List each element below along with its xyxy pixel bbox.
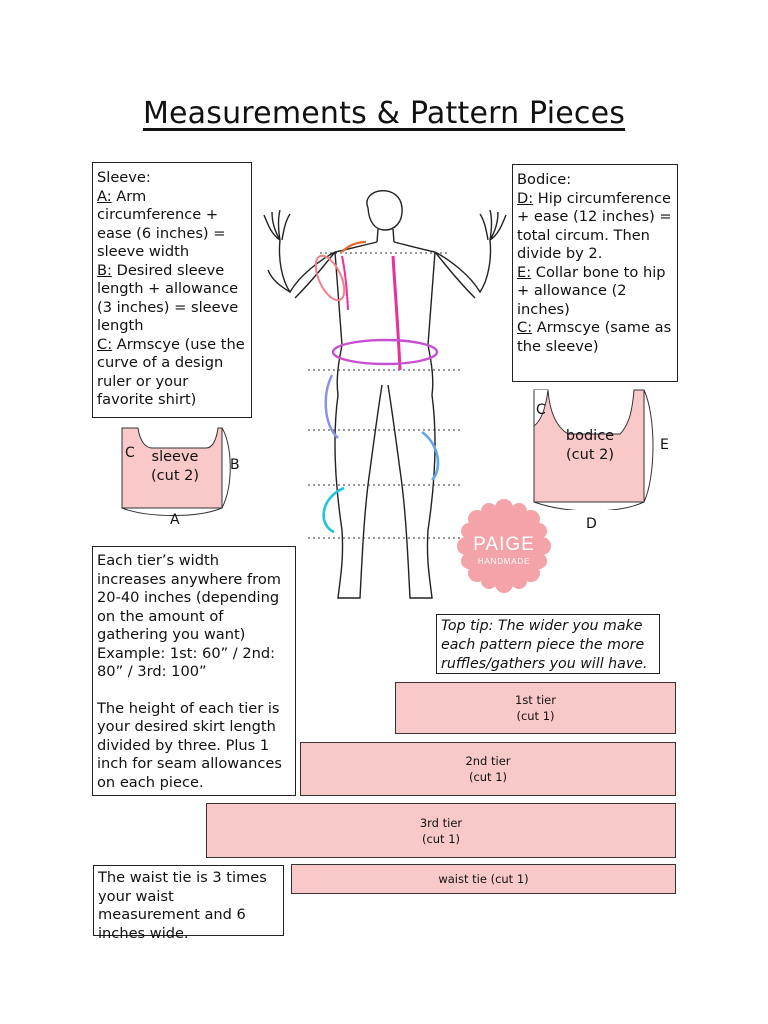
tier-info-para1: Each tier’s width increases anywhere fro…: [97, 552, 282, 680]
tier-1-mark: [324, 374, 339, 439]
tier-3-cut: (cut 1): [421, 831, 461, 846]
bodice-item-c: C: Armscye (same as the sleeve): [517, 319, 673, 356]
armscye-mark: [341, 240, 367, 253]
bodice-info-box: Bodice: D: Hip circumference + ease (12 …: [512, 164, 678, 382]
tier-3-mark: [322, 486, 345, 534]
arm-circumference-mark: [314, 254, 346, 302]
body-figure-illustration: [263, 190, 507, 599]
left-arm-outline: [278, 239, 378, 299]
waist-tie-piece: waist tie (cut 1): [291, 864, 676, 894]
top-tip-box: Top tip: The wider you make each pattern…: [436, 614, 660, 674]
tier-2-piece: 2nd tier (cut 1): [300, 742, 676, 796]
label-c: C:: [97, 335, 113, 353]
tier-info-box: Each tier’s width increases anywhere fro…: [92, 546, 296, 796]
label-c: C:: [517, 319, 533, 336]
bodice-piece-name: bodice: [565, 428, 615, 444]
logo-name: PAIGE: [473, 534, 535, 555]
torso-outline: [334, 251, 436, 396]
left-hand-outline: [263, 209, 291, 293]
sleeve-piece-shape: [121, 427, 231, 516]
sleeve-label-a: A: [170, 512, 180, 528]
sleeve-length-mark: [341, 255, 349, 311]
right-hand-outline: [479, 209, 507, 241]
bodice-label-d: D: [586, 516, 597, 532]
sleeve-piece-label: sleeve (cut 2): [140, 448, 210, 486]
bodice-item-d: D: Hip circumference + ease (12 inches) …: [517, 190, 673, 264]
head-outline: [366, 190, 403, 231]
sleeve-piece-cut: (cut 2): [151, 468, 199, 484]
tier-3-piece: 3rd tier (cut 1): [206, 803, 676, 858]
sleeve-piece-name: sleeve: [151, 449, 199, 465]
tier-1-piece: 1st tier (cut 1): [395, 682, 676, 734]
text-c: Armscye (use the curve of a design ruler…: [97, 335, 245, 409]
text-c: Armscye (same as the sleeve): [517, 319, 672, 355]
bodice-piece-shape: [533, 389, 654, 510]
neck-outline: [376, 228, 395, 243]
text-a: Arm circumference + ease (6 inches) = sl…: [97, 187, 226, 261]
tier-1-cut: (cut 1): [516, 709, 555, 723]
right-leg-outline: [387, 384, 436, 599]
sleeve-item-c: C: Armscye (use the curve of a design ru…: [97, 336, 247, 410]
tier-1-name: 1st tier: [515, 693, 556, 707]
tier-2-name: 2nd tier: [465, 754, 511, 768]
bodice-label-c: C: [536, 402, 546, 418]
tier-3-name: 3rd tier: [419, 815, 463, 830]
sleeve-heading: Sleeve:: [97, 169, 151, 186]
sleeve-label-b: B: [230, 457, 240, 473]
bodice-item-e: E: Collar bone to hip + allowance (2 inc…: [517, 264, 673, 320]
bodice-heading: Bodice:: [517, 171, 572, 188]
sleeve-label-c: C: [125, 445, 135, 461]
paige-handmade-logo: PAIGE HANDMADE: [457, 499, 551, 593]
right-arm-outline: [393, 239, 492, 299]
bodice-piece-label: bodice (cut 2): [555, 427, 625, 465]
hip-circumference-mark: [331, 338, 439, 366]
waist-tie-label: waist tie (cut 1): [438, 872, 529, 886]
sleeve-item-a: A: Arm circumference + ease (6 inches) =…: [97, 188, 247, 262]
text-e: Collar bone to hip + allowance (2 inches…: [517, 263, 666, 318]
bodice-label-e: E: [660, 437, 669, 453]
label-e: E:: [517, 263, 532, 281]
tier-2-cut: (cut 1): [468, 770, 508, 784]
tier-info-para2: The height of each tier is your desired …: [97, 699, 283, 791]
left-leg-outline: [334, 384, 383, 599]
waist-tie-info-box: The waist tie is 3 times your waist meas…: [93, 865, 284, 942]
label-d: D:: [517, 189, 534, 207]
bodice-piece-cut: (cut 2): [566, 447, 614, 463]
text-b: Desired sleeve length + allowance (3 inc…: [97, 261, 239, 335]
label-a: A:: [97, 187, 112, 205]
bodice-length-mark: [391, 255, 402, 371]
tier-2-mark: [421, 430, 440, 481]
sleeve-info-box: Sleeve: A: Arm circumference + ease (6 i…: [92, 162, 252, 418]
logo-sub: HANDMADE: [478, 557, 530, 566]
label-b: B:: [97, 261, 112, 279]
page-title: Measurements & Pattern Pieces: [142, 96, 626, 131]
sleeve-item-b: B: Desired sleeve length + allowance (3 …: [97, 262, 247, 336]
text-d: Hip circumference + ease (12 inches) = t…: [517, 189, 672, 263]
